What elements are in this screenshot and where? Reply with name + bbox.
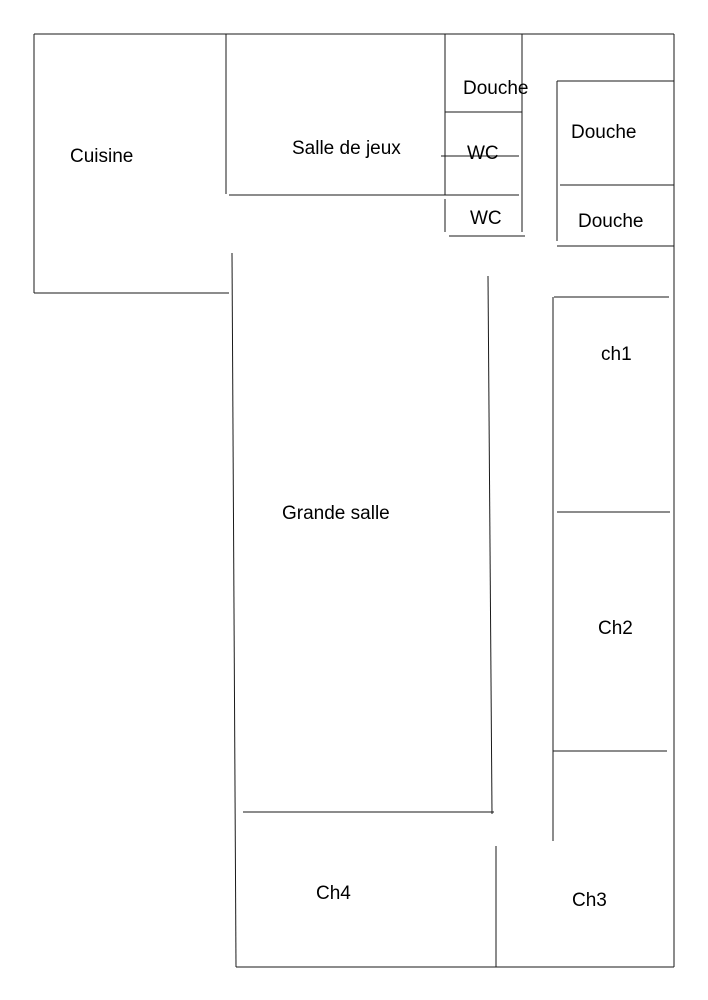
walls [33,33,675,968]
room-labels: Cuisine Salle de jeux Douche WC WC Douch… [70,78,644,911]
label-ch3: Ch3 [572,890,607,911]
label-wc-1: WC [467,143,499,164]
label-ch4: Ch4 [316,883,351,904]
wall-grande-salle-right [487,275,493,815]
label-salle-de-jeux: Salle de jeux [292,138,401,159]
label-grande-salle: Grande salle [282,503,390,524]
label-douche-1: Douche [463,78,529,99]
label-douche-2: Douche [571,122,637,143]
label-wc-2: WC [470,208,502,229]
label-cuisine: Cuisine [70,146,133,167]
label-douche-3: Douche [578,211,644,232]
wall-grande-salle-left [231,252,237,968]
label-ch1: ch1 [601,344,632,365]
label-ch2: Ch2 [598,618,633,639]
